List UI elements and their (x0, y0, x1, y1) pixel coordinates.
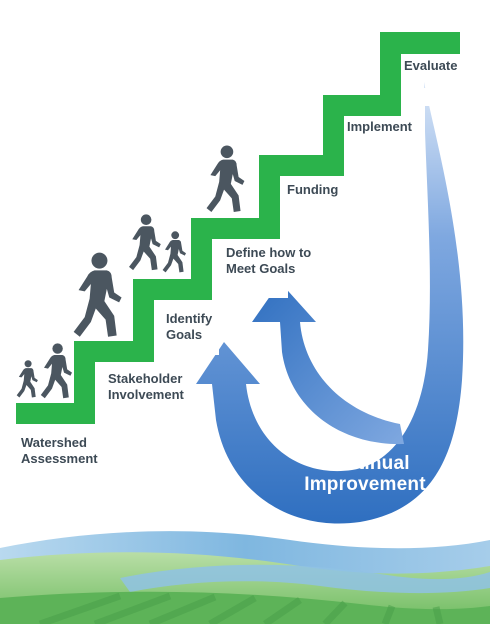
step-label-line: Evaluate (404, 58, 458, 73)
step-label-line: Assessment (21, 451, 98, 466)
step-label-line: Funding (287, 182, 339, 197)
continual-improvement-label: Continual Improvement (290, 453, 440, 495)
step-label-line: Define how to (226, 245, 312, 260)
step-label-line: Stakeholder (108, 371, 183, 386)
step-label-line: Implement (347, 119, 413, 134)
step-label-funding: Funding (287, 182, 338, 198)
step-label-line: Involvement (108, 387, 184, 402)
step-label-stakeholder-involvement: Stakeholder Involvement (108, 371, 184, 403)
step-label-implement: Implement (347, 119, 412, 135)
step-label-define-how-to-meet-goals: Define how to Meet Goals (226, 245, 311, 277)
walking-person-icon (16, 360, 38, 398)
stairs-steps (16, 32, 460, 424)
walking-person-icon (162, 231, 186, 273)
step-label-line: Meet Goals (226, 261, 296, 276)
ground-fields (0, 531, 490, 624)
step-label-identify-goals: Identify Goals (166, 311, 212, 343)
field-rows (38, 592, 444, 624)
step-label-line: Goals (166, 327, 203, 342)
inner-arrow (252, 282, 404, 445)
walking-person-icon (206, 145, 245, 213)
step-label-watershed-assessment: Watershed Assessment (21, 435, 98, 467)
step-label-line: Identify (166, 311, 213, 326)
continual-improvement-line: Improvement (304, 474, 426, 495)
step-label-line: Watershed (21, 435, 87, 450)
walking-person-icon (73, 252, 122, 337)
step-label-evaluate: Evaluate (404, 58, 457, 74)
continual-improvement-line: Continual (320, 453, 410, 474)
walking-person-icon (129, 214, 161, 271)
river (120, 564, 490, 594)
